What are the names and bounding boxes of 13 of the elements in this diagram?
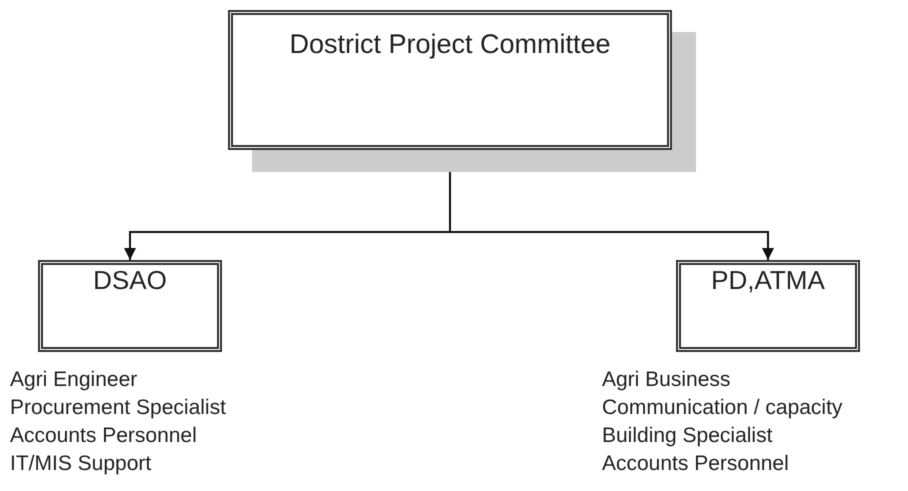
- box-title: PD,ATMA: [711, 265, 825, 296]
- box-title: DSAO: [93, 265, 167, 296]
- role-text: Communication / capacity: [602, 395, 842, 421]
- role-text: Accounts Personnel: [10, 423, 197, 449]
- role-text: Building Specialist: [602, 423, 772, 449]
- role-text: IT/MIS Support: [10, 451, 152, 477]
- role-text: Accounts Personnel: [602, 451, 789, 477]
- role-text: Procurement Specialist: [10, 395, 226, 421]
- role-text: Agri Engineer: [10, 367, 138, 393]
- org-box: [38, 260, 222, 352]
- org-box: [676, 260, 860, 352]
- role-text: Agri Business: [602, 367, 730, 393]
- box-title: Dostrict Project Committee: [289, 29, 611, 60]
